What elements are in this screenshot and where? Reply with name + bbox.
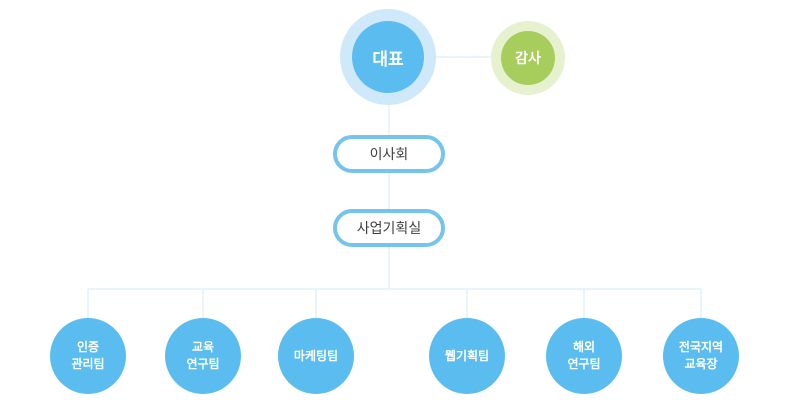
board-node: 이사회 [333,135,445,173]
team-label-line: 관리팀 [71,357,105,371]
team-label-line: 교육 [191,340,215,354]
audit-node-halo: 감사 [491,21,565,95]
team-label-line: 마케팅팀 [293,348,339,363]
team-node-web-planning: 웹기획팀 [429,318,505,394]
team-node-certification: 인증 관리팀 [50,318,126,394]
planning-office-node: 사업기획실 [333,209,445,247]
team-label-line: 연구팀 [186,357,220,371]
team-label-line: 전국지역 [678,340,724,354]
team-node-regional-centers: 전국지역 교육장 [663,318,739,394]
team-node-education-research: 교육 연구팀 [165,318,241,394]
team-label-line: 인증 [76,340,100,354]
ceo-node-halo: 대표 [340,9,436,105]
ceo-node: 대표 [352,21,424,93]
team-label-line: 웹기획팀 [444,348,490,363]
team-label-line: 해외 [572,340,596,354]
team-node-overseas-research: 해외 연구팀 [546,318,622,394]
audit-node: 감사 [501,31,555,85]
team-node-marketing: 마케팅팀 [278,318,354,394]
team-label-line: 교육장 [684,357,718,371]
team-label-line: 연구팀 [567,357,601,371]
